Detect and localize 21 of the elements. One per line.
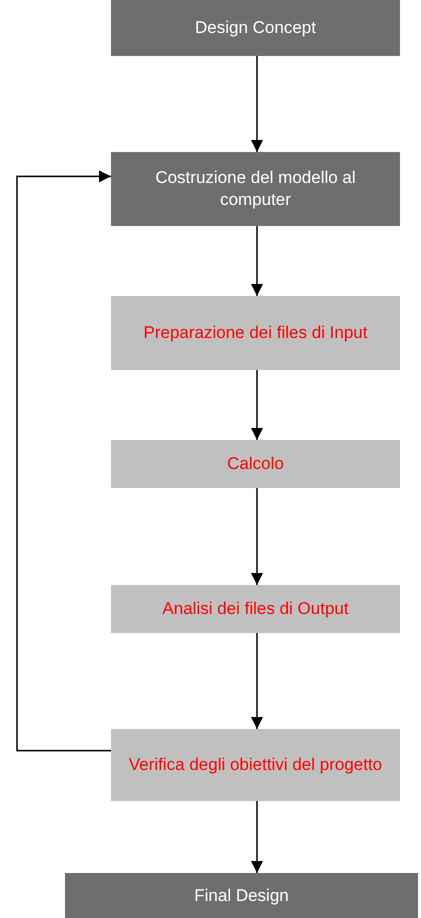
process-box bbox=[65, 873, 418, 918]
arrow bbox=[251, 56, 263, 152]
process-box bbox=[111, 440, 400, 488]
process-box bbox=[111, 152, 400, 226]
process-box bbox=[111, 729, 400, 801]
feedback-arrow bbox=[16, 170, 111, 752]
box-label: Analisi dei files di Output bbox=[162, 598, 349, 620]
arrow bbox=[251, 370, 263, 440]
box-label: Final Design bbox=[194, 884, 289, 906]
box-label: Calcolo bbox=[227, 453, 284, 475]
arrow bbox=[251, 488, 263, 585]
process-box bbox=[111, 296, 400, 370]
process-box bbox=[111, 0, 400, 56]
box-label: Costruzione del modello al computer bbox=[154, 167, 357, 211]
arrow bbox=[251, 633, 263, 729]
box-label: Design Concept bbox=[195, 17, 316, 39]
box-label: Preparazione dei files di Input bbox=[144, 322, 368, 344]
arrow bbox=[251, 226, 263, 296]
box-label: Verifica degli obiettivi del progetto bbox=[128, 754, 382, 776]
process-box bbox=[111, 585, 400, 633]
arrow bbox=[251, 801, 263, 873]
